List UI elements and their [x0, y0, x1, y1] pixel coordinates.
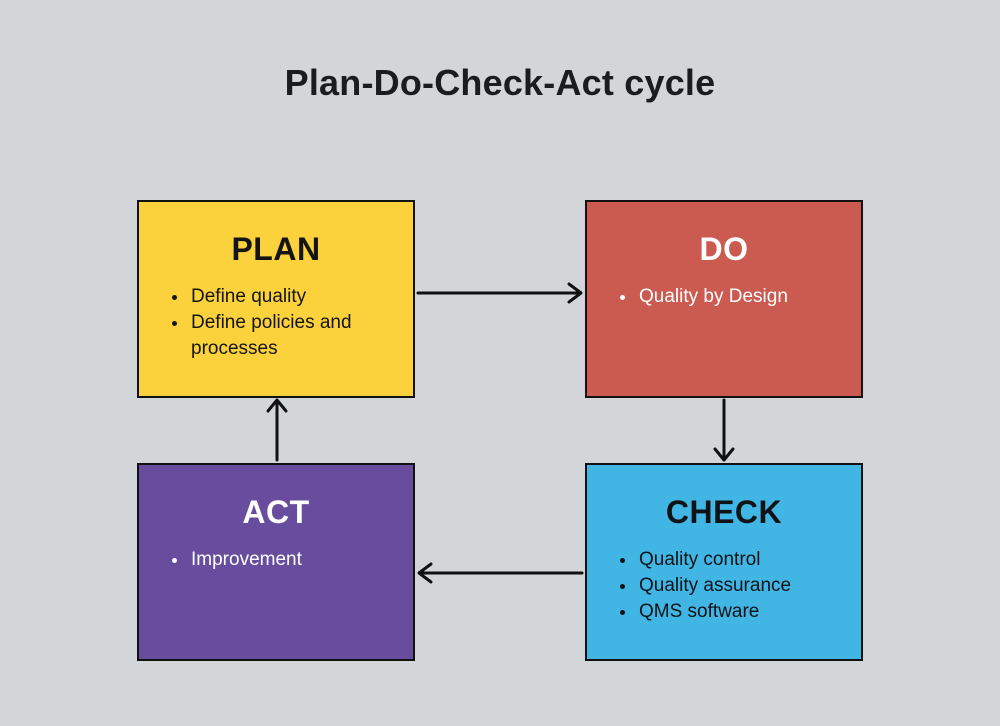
arrow-check-to-act-icon [417, 562, 584, 584]
plan-box-list: Define quality Define policies and proce… [139, 284, 413, 362]
act-box-list: Improvement [139, 547, 413, 573]
arrow-plan-to-do-icon [416, 282, 583, 304]
do-box-title: DO [699, 231, 749, 267]
arrow-act-to-plan-icon [266, 398, 288, 462]
list-item: Quality by Design [637, 284, 843, 310]
check-box-title: CHECK [665, 494, 783, 530]
check-box: CHECK Quality control Quality assurance … [585, 463, 863, 661]
list-item: Define policies and processes [189, 310, 395, 362]
list-item: Quality assurance [637, 573, 843, 599]
list-item: QMS software [637, 599, 843, 625]
list-item: Define quality [189, 284, 395, 310]
do-box: DO Quality by Design [585, 200, 863, 398]
list-item: Quality control [637, 547, 843, 573]
plan-box: PLAN Define quality Define policies and … [137, 200, 415, 398]
list-item: Improvement [189, 547, 395, 573]
act-box-title: ACT [242, 494, 310, 530]
check-box-list: Quality control Quality assurance QMS so… [587, 547, 861, 625]
arrow-do-to-check-icon [713, 398, 735, 462]
do-box-list: Quality by Design [587, 284, 861, 310]
act-box: ACT Improvement [137, 463, 415, 661]
plan-box-title: PLAN [231, 231, 321, 267]
page-title: Plan-Do-Check-Act cycle [284, 62, 716, 103]
